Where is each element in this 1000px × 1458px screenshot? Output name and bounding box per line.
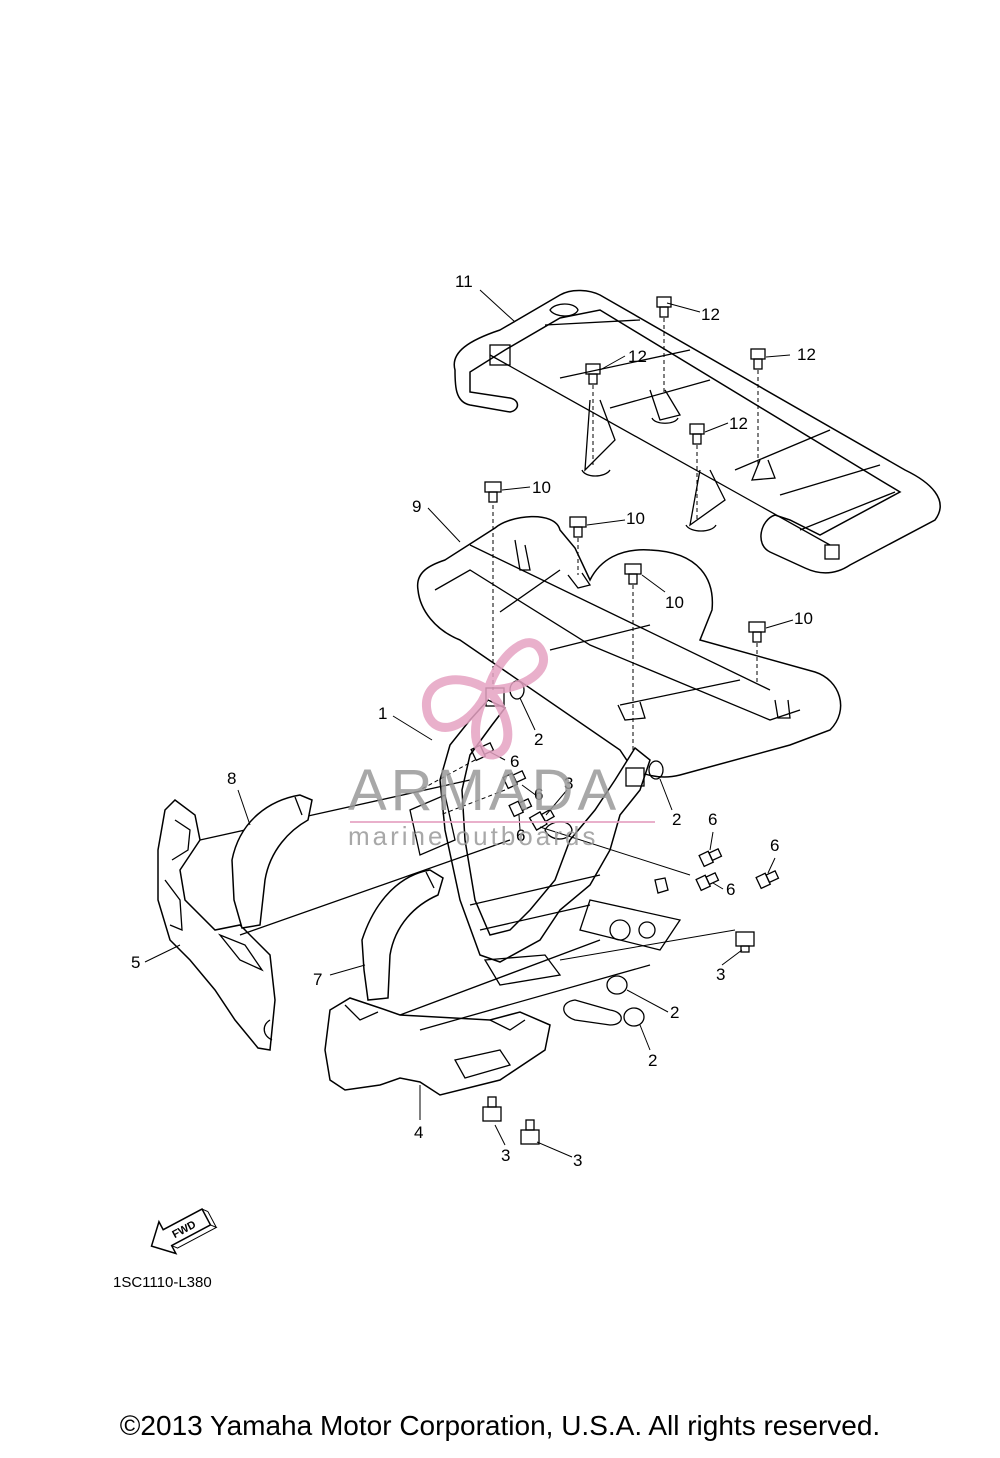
callout-11: 11 — [455, 272, 473, 291]
callout-10: 10 — [794, 609, 813, 628]
propeller-logo-icon — [421, 638, 548, 760]
watermark-tagline: marine outboards — [348, 821, 598, 851]
callout-2: 2 — [672, 810, 681, 829]
callout-5: 5 — [131, 953, 140, 972]
callout-10: 10 — [532, 478, 551, 497]
callout-7: 7 — [313, 970, 322, 989]
callout-9: 9 — [412, 497, 421, 516]
callout-6: 6 — [726, 880, 735, 899]
callout-3: 3 — [573, 1151, 582, 1170]
callout-3: 3 — [716, 965, 725, 984]
callout-12: 12 — [701, 305, 720, 324]
callout-3: 3 — [564, 774, 573, 793]
bolts-3 — [482, 808, 755, 1145]
callout-12: 12 — [797, 345, 816, 364]
callout-12: 12 — [729, 414, 748, 433]
callout-2: 2 — [648, 1051, 657, 1070]
callout-3: 3 — [501, 1146, 510, 1165]
callout-6: 6 — [770, 836, 779, 855]
callout-6: 6 — [534, 785, 543, 804]
callout-12: 12 — [628, 347, 647, 366]
pad-8 — [231, 794, 313, 929]
front-guard — [409, 687, 682, 986]
callout-labels: 11 12 12 12 12 9 10 10 10 10 1 2 2 2 2 3… — [131, 272, 816, 1170]
callout-1: 1 — [378, 704, 387, 723]
bolts-6 — [419, 742, 780, 892]
bumper-right — [324, 939, 651, 1096]
callout-2: 2 — [670, 1003, 679, 1022]
bolts-12 — [585, 296, 766, 520]
watermark: ARMADA marine outboards — [348, 638, 655, 851]
rear-carrier — [453, 289, 941, 574]
copyright-notice: ©2013 Yamaha Motor Corporation, U.S.A. A… — [119, 1410, 881, 1441]
callout-10: 10 — [665, 593, 684, 612]
drawing-code: 1SC1110-L380 — [113, 1274, 212, 1291]
callout-6: 6 — [510, 752, 519, 771]
bumper-left — [157, 779, 511, 1051]
callout-8: 8 — [227, 769, 236, 788]
pad-7 — [361, 869, 444, 1001]
leader-lines — [144, 289, 794, 1158]
callout-6: 6 — [516, 826, 525, 845]
callout-10: 10 — [626, 509, 645, 528]
callout-6: 6 — [708, 810, 717, 829]
watermark-brand: ARMADA — [348, 758, 620, 823]
callout-4: 4 — [414, 1123, 423, 1142]
fwd-arrow-icon: FWD — [150, 1208, 218, 1255]
bolts-10 — [484, 481, 766, 770]
callout-2: 2 — [534, 730, 543, 749]
